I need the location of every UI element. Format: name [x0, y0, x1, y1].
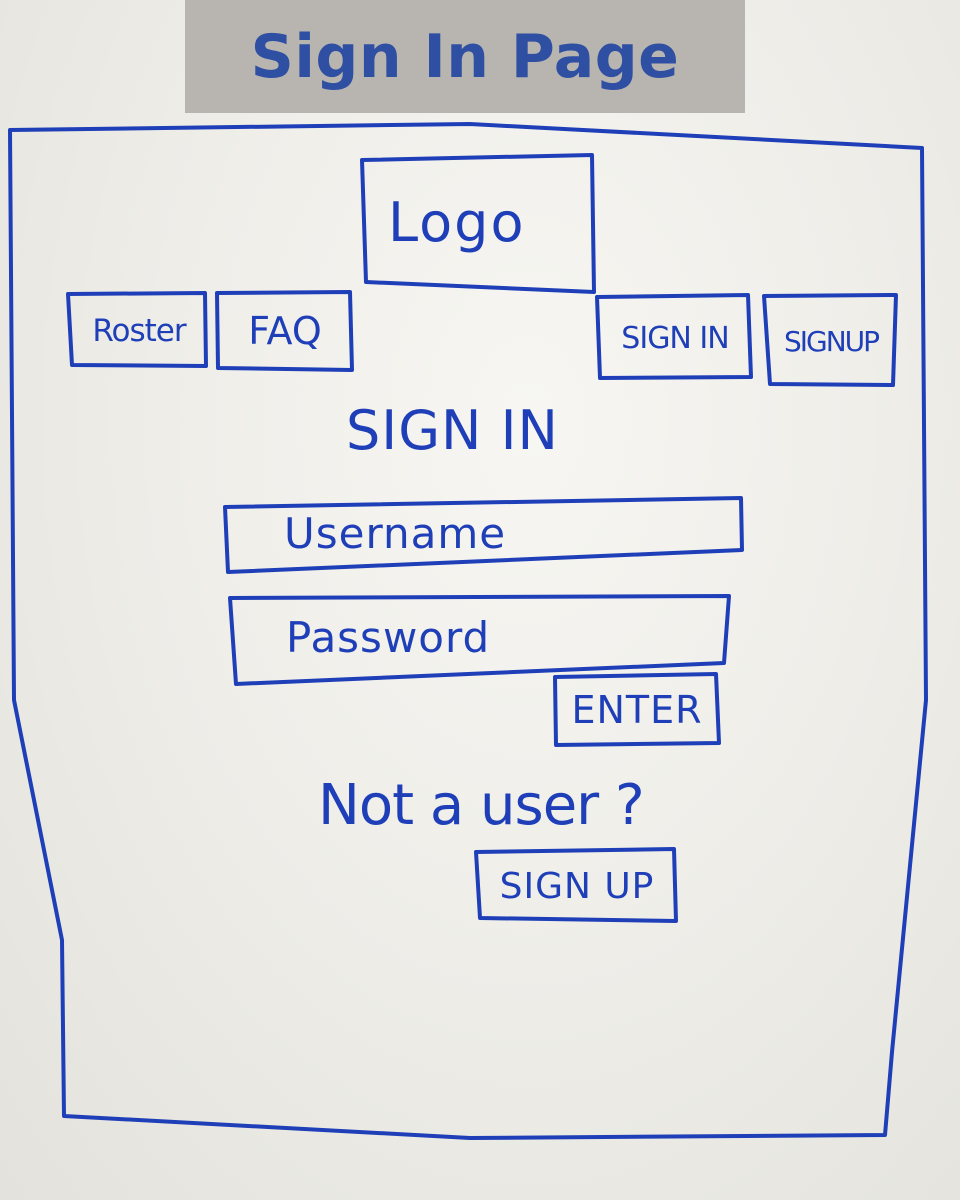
nav-sign-up-button[interactable]: SIGNUP: [766, 298, 896, 384]
enter-button[interactable]: ENTER: [557, 676, 717, 744]
username-input[interactable]: Username: [228, 502, 740, 564]
nav-faq-button[interactable]: FAQ: [218, 294, 352, 368]
nav-sign-in-button[interactable]: SIGN IN: [600, 298, 750, 378]
sign-up-box: [762, 293, 898, 387]
title-banner: Sign In Page: [185, 0, 745, 113]
username-placeholder: Username: [284, 508, 507, 558]
enter-label: ENTER: [571, 688, 703, 732]
sign-in-heading: SIGN IN: [346, 399, 559, 462]
sign-in-box: [595, 293, 753, 380]
sign-up-button[interactable]: SIGN UP: [479, 851, 675, 921]
nav-roster-label: Roster: [92, 313, 186, 349]
nav-sign-up-label: SIGNUP: [783, 324, 880, 358]
nav-faq-label: FAQ: [248, 309, 322, 353]
page-title: Sign In Page: [250, 21, 680, 92]
page-frame: [8, 122, 928, 1140]
password-input[interactable]: Password: [234, 600, 726, 674]
nav-sign-in-label: SIGN IN: [621, 320, 729, 356]
username-box: [223, 496, 744, 574]
sign-up-label: SIGN UP: [499, 865, 655, 907]
logo-box: [360, 153, 596, 294]
enter-box: [553, 672, 721, 747]
roster-box: [66, 291, 208, 368]
faq-box: [215, 290, 354, 372]
not-a-user-text: Not a user ?: [318, 773, 645, 838]
logo-text: Logo: [388, 191, 526, 254]
nav-roster-button[interactable]: Roster: [72, 296, 206, 366]
password-box: [228, 594, 731, 686]
password-placeholder: Password: [286, 612, 491, 662]
sign-up-bottom-box: [474, 847, 678, 923]
